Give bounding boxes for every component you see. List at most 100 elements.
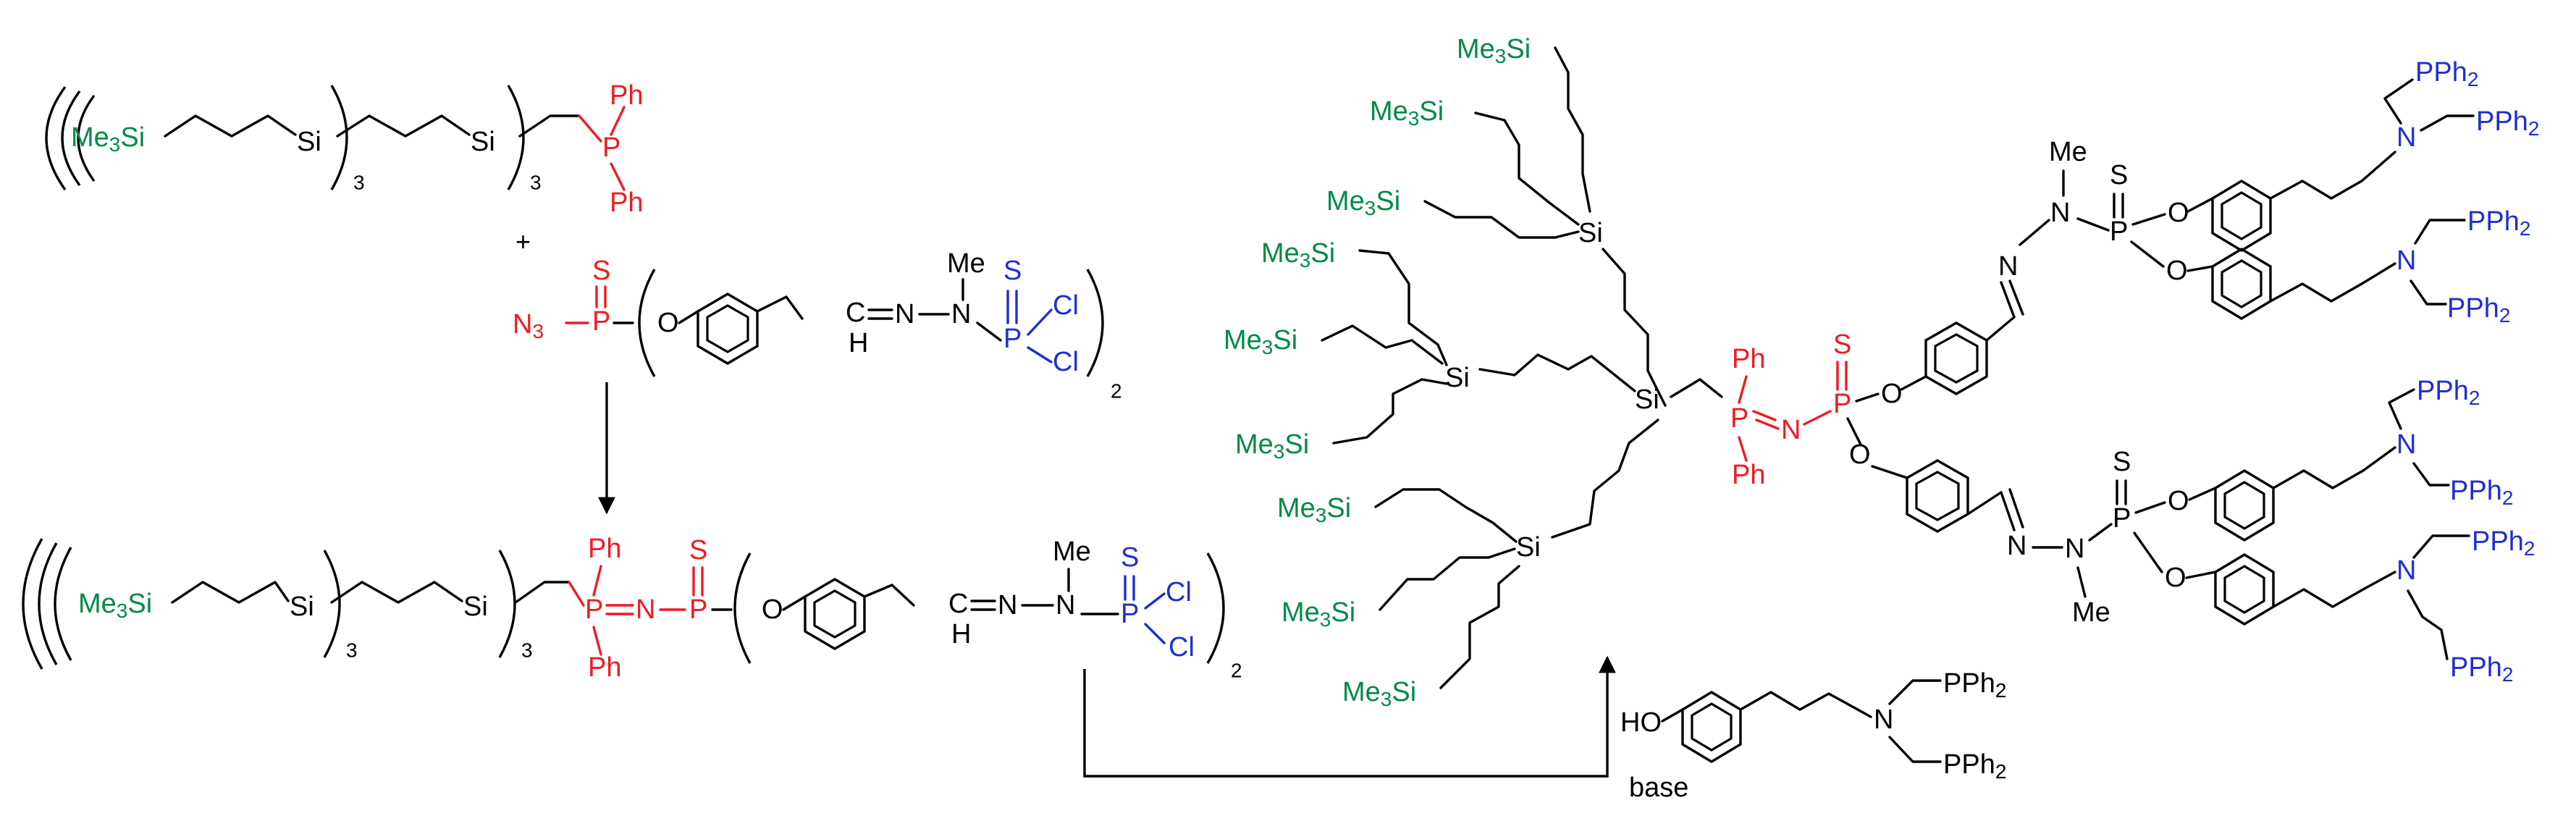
reagent-phosphine-phenol: HO N PPh2 PPh2 base <box>1620 668 2006 803</box>
plus-sign: + <box>515 227 531 256</box>
silicon-label: Si <box>297 127 321 157</box>
close-bracket <box>323 550 341 658</box>
p-cl-bond <box>1027 308 1053 336</box>
repeat-count: 3 <box>521 639 533 661</box>
product-dendrimer: Me3Si Me3Si Me3Si Si Me3Si Me3Si Me3Si S… <box>1224 34 2539 710</box>
n-p-bond <box>2076 217 2110 232</box>
propyl-chain <box>1554 46 1591 213</box>
imine-c-n-bond <box>2000 281 2016 319</box>
close-bracket <box>330 85 348 190</box>
silicon-label: Si <box>1516 532 1541 563</box>
silicon-label: Si <box>463 592 488 622</box>
propyl-chain <box>1374 488 1518 543</box>
diphenylphosphine-label: PPh2 <box>2450 652 2513 686</box>
n-methylene-bond <box>2383 78 2414 125</box>
nitrogen-label: N <box>2007 531 2026 561</box>
phosphorus-label: P <box>2110 216 2128 247</box>
trimethylsilyl-label: Me3Si <box>71 122 145 156</box>
phosphorus-label: P <box>592 306 610 337</box>
nitrogen-label: N <box>1998 251 2018 282</box>
p-ph-bond <box>592 626 602 656</box>
open-bracket <box>38 542 58 665</box>
carbon-label: C <box>846 298 865 328</box>
phenyl-label: Ph <box>588 534 621 564</box>
reaction-arrow-elbow <box>1083 655 1616 778</box>
diphenylphosphine-label: PPh2 <box>2415 57 2478 91</box>
n-methylene-bond <box>2420 114 2475 132</box>
ethyl-chain <box>2272 571 2396 608</box>
oxygen-label: O <box>2166 256 2188 286</box>
ho-ring-bond <box>1661 708 1684 723</box>
trimethylsilyl-label: Me3Si <box>1235 429 1309 463</box>
n-methylene-bond <box>2409 279 2447 306</box>
close-bracket <box>498 550 516 658</box>
nitrogen-label: N <box>1781 415 1801 445</box>
phosphorus-label: P <box>1121 599 1139 629</box>
nitrogen-label: N <box>2065 534 2084 564</box>
p-o-bond <box>2131 213 2166 226</box>
propyl-chain <box>1321 324 1444 365</box>
propyl-chain <box>171 581 290 604</box>
o-ring-bond <box>782 595 807 611</box>
ethyl-chain <box>1739 691 1872 718</box>
oxygen-label: O <box>2168 486 2189 516</box>
sulfur-label: S <box>1121 542 1139 573</box>
phosphorus-label: P <box>689 594 707 625</box>
phosphorus-label: P <box>602 133 620 163</box>
propyl-chain <box>1601 248 1667 407</box>
ring-imine-bond <box>785 295 804 320</box>
propyl-chain <box>330 581 463 604</box>
oxygen-label: O <box>657 308 679 338</box>
n-methylene-bond <box>2412 534 2470 559</box>
ring-double-bonds <box>1691 702 1733 752</box>
p-o-bond <box>2133 531 2163 573</box>
intermediate-phosphazene: Me3Si Si 3 Si 3 P Ph Ph N P S O C H <box>22 534 1242 683</box>
propyl-chain <box>336 114 471 138</box>
hydroxyl-label: HO <box>1620 707 1662 738</box>
p-ph-bond <box>1738 375 1748 404</box>
phenyl-label: Ph <box>1732 460 1765 490</box>
imine-c-n-bond <box>2008 279 2024 316</box>
o-ring-bond <box>678 310 699 324</box>
silicon-label: Si <box>1578 218 1603 248</box>
repeat-count: 2 <box>1231 659 1242 681</box>
phenyl-label: Ph <box>610 80 643 111</box>
ring-double-bonds <box>2221 191 2263 240</box>
ring-double-bonds <box>2223 481 2265 530</box>
oxygen-label: O <box>2168 198 2189 228</box>
n-methyl-bond <box>2076 566 2087 598</box>
propyl-chain <box>1358 249 1448 366</box>
diphenylphosphine-label: PPh2 <box>2417 376 2480 409</box>
benzene-ring <box>1681 691 1742 763</box>
n-methylene-bond <box>2412 462 2450 487</box>
trimethylsilyl-label: Me3Si <box>78 589 152 622</box>
n-p-bond <box>976 321 1002 342</box>
p-ph-bond <box>610 162 626 191</box>
o-ring-bond <box>2186 265 2214 272</box>
open-bracket <box>733 552 752 664</box>
propyl-chain <box>1423 200 1580 239</box>
open-bracket <box>77 94 96 182</box>
ethyl-chain <box>2272 446 2396 489</box>
p-o-bond <box>2134 501 2166 514</box>
ring-imine-bond <box>863 584 893 598</box>
nitrogen-label: N <box>636 594 655 625</box>
phosphorus-label: P <box>1730 403 1748 434</box>
propyl-chain <box>1474 112 1580 226</box>
methyl-label: Me <box>2072 597 2110 628</box>
repeat-count: 3 <box>346 639 358 661</box>
open-bracket <box>61 90 81 186</box>
o-ring-bond <box>2185 571 2217 579</box>
nitrogen-label: N <box>2396 429 2416 460</box>
azide-label: N3 <box>513 309 544 342</box>
nitrogen-label: N <box>2396 555 2416 586</box>
diphenylphosphine-label: PPh2 <box>1943 749 2006 783</box>
ring-imine-bond <box>756 295 788 313</box>
open-bracket <box>638 269 656 377</box>
silicon-label: Si <box>1445 363 1470 393</box>
methyl-label: Me <box>1053 537 1091 567</box>
oxygen-label: O <box>2165 563 2186 593</box>
ring-double-bonds <box>813 589 856 639</box>
carbon-label: C <box>948 589 968 619</box>
propyl-chain <box>1332 378 1448 445</box>
